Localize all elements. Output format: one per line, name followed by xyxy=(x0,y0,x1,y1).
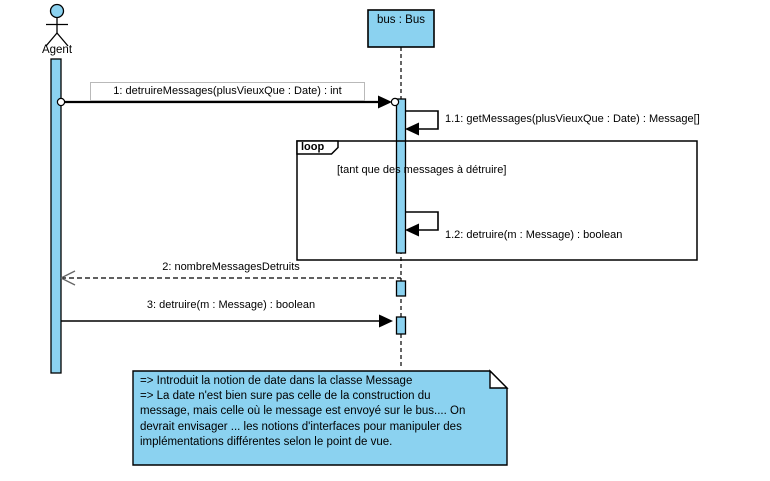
message-2-return-arrow xyxy=(60,270,401,286)
agent-activation-bar xyxy=(50,58,62,374)
message-3-label: 3: detruire(m : Message) : boolean xyxy=(146,299,316,311)
bus-activation-bar-small xyxy=(395,316,407,335)
note-text: => Introduit la notion de date dans la c… xyxy=(140,375,466,448)
filled-arrowhead-icon xyxy=(405,122,419,136)
message-1-2-label: 1.2: detruire(m : Message) : boolean xyxy=(445,229,623,241)
actor-figure xyxy=(45,3,69,47)
filled-arrowhead-icon xyxy=(378,95,392,109)
loop-fragment-frame xyxy=(296,140,698,261)
open-arrowhead-icon xyxy=(60,270,76,279)
bus-object-box xyxy=(367,9,435,48)
loop-operator-label: loop xyxy=(301,141,325,153)
actor-head xyxy=(49,3,65,19)
message-1-label-box: 1: detruireMessages(plusVieuxQue : Date)… xyxy=(90,82,365,101)
loop-operator-pentagon xyxy=(296,140,339,155)
message-1-1-self-arrow xyxy=(405,110,439,136)
object-label: bus : Bus xyxy=(377,14,425,26)
actor-label: Agent xyxy=(41,44,73,56)
bus-activation-bar xyxy=(395,98,407,254)
endpoint-circle xyxy=(56,97,66,107)
loop-guard-label: [tant que des messages à détruire] xyxy=(337,164,507,176)
open-arrowhead-icon xyxy=(60,277,76,286)
message-2-label: 2: nombreMessagesDetruits xyxy=(162,261,300,273)
filled-arrowhead-icon xyxy=(379,314,393,328)
note-fold-corner-icon xyxy=(489,369,509,389)
message-3-arrow xyxy=(61,314,393,328)
message-1-1-label: 1.1: getMessages(plusVieuxQue : Date) : … xyxy=(445,113,700,125)
endpoint-circle xyxy=(390,97,400,107)
message-1-2-self-arrow xyxy=(405,211,439,237)
filled-arrowhead-icon xyxy=(405,223,419,237)
message-1-arrow xyxy=(56,95,400,109)
note-shape xyxy=(132,369,509,466)
bus-activation-bar-small xyxy=(395,280,407,297)
